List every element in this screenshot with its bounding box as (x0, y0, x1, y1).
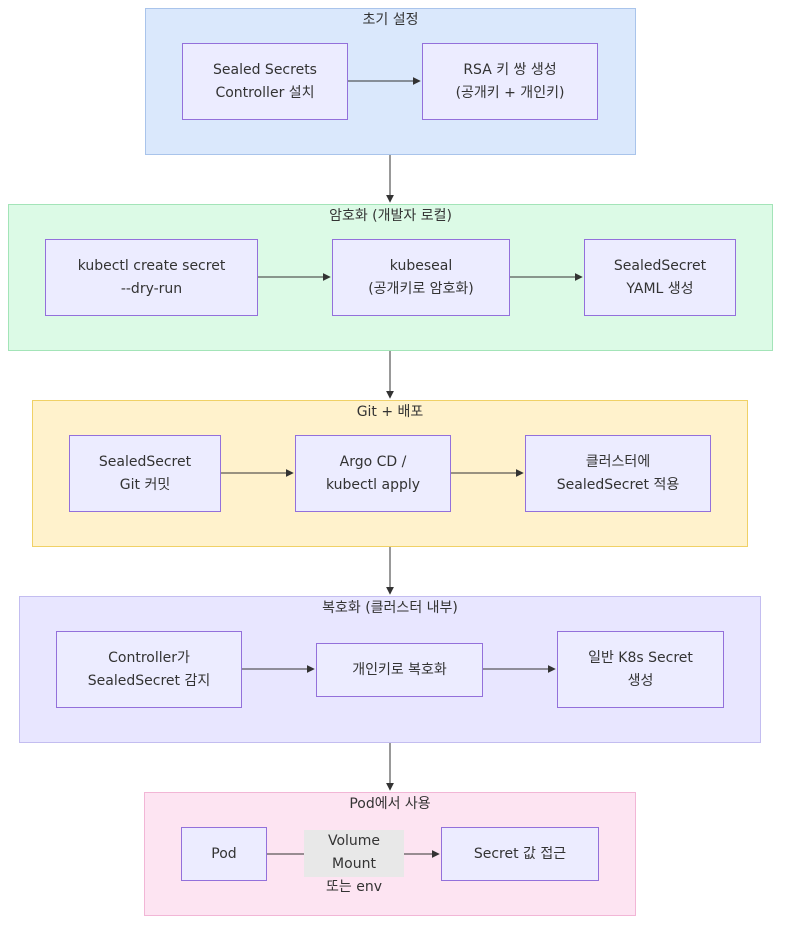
node-label-line: Controller가 (108, 649, 190, 666)
node-label-line: kubectl apply (325, 476, 421, 493)
node-rsa-keypair[interactable]: RSA 키 쌍 생성 (공개키 + 개인키) (422, 43, 598, 120)
node-label-line: kubeseal (389, 257, 453, 274)
node-label-line: (공개키 + 개인키) (455, 84, 565, 101)
group-title: 복호화 (클러스터 내부) (322, 600, 458, 616)
group-title: 초기 설정 (362, 12, 419, 28)
node-label-line: 일반 K8s Secret (588, 649, 693, 666)
node-git-commit[interactable]: SealedSecret Git 커밋 (69, 435, 221, 512)
node-sealedsecret-yaml[interactable]: SealedSecret YAML 생성 (584, 239, 736, 316)
edge-label-line: 또는 env (326, 879, 382, 895)
node-kubeseal[interactable]: kubeseal (공개키로 암호화) (332, 239, 510, 316)
node-cluster-apply[interactable]: 클러스터에 SealedSecret 적용 (525, 435, 711, 512)
group-title: Pod에서 사용 (349, 796, 431, 812)
edge-label-line: Volume Mount (327, 833, 381, 872)
node-private-key-decrypt[interactable]: 개인키로 복호화 (316, 643, 483, 697)
node-label-line: Controller 설치 (215, 84, 315, 101)
node-controller-detect[interactable]: Controller가 SealedSecret 감지 (56, 631, 242, 708)
node-argocd-apply[interactable]: Argo CD / kubectl apply (295, 435, 451, 512)
node-secret-access[interactable]: Secret 값 접근 (441, 827, 599, 881)
node-label-line: kubectl create secret (77, 257, 226, 274)
node-label-line: Argo CD / (339, 453, 407, 470)
node-label-line: 개인키로 복호화 (352, 661, 447, 678)
node-label-line: --dry-run (120, 280, 183, 297)
node-label-line: Pod (211, 845, 237, 862)
node-label-line: YAML 생성 (626, 280, 694, 297)
node-label-line: SealedSecret (98, 453, 192, 470)
node-label-line: SealedSecret 적용 (556, 476, 680, 493)
group-title: Git + 배포 (356, 404, 424, 420)
node-install-controller[interactable]: Sealed Secrets Controller 설치 (182, 43, 348, 120)
group-title: 암호화 (개발자 로컬) (329, 208, 452, 224)
edge-label-volume-mount: Volume Mount 또는 env (304, 830, 404, 895)
node-label-line: SealedSecret 감지 (87, 672, 211, 689)
node-label-line: Secret 값 접근 (473, 845, 567, 862)
node-label-line: (공개키로 암호화) (368, 280, 474, 297)
node-pod[interactable]: Pod (181, 827, 267, 881)
node-label-line: SealedSecret (613, 257, 707, 274)
node-label-line: Sealed Secrets (213, 61, 317, 78)
node-k8s-secret[interactable]: 일반 K8s Secret 생성 (557, 631, 724, 708)
node-label-line: RSA 키 쌍 생성 (463, 61, 557, 78)
node-label-line: Git 커밋 (119, 476, 171, 493)
node-label-line: 클러스터에 (585, 453, 651, 470)
node-label-line: 생성 (627, 672, 654, 689)
node-kubectl-create-secret[interactable]: kubectl create secret --dry-run (45, 239, 258, 316)
